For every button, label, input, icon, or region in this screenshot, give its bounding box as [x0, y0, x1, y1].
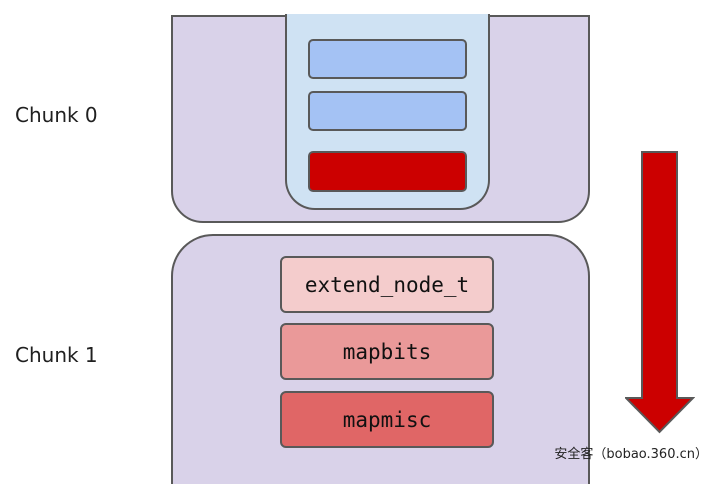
- extend-node-t-box: extend_node_t: [280, 256, 494, 313]
- header-slot-blue: [308, 39, 467, 79]
- chunk-0-label: Chunk 0: [15, 103, 98, 127]
- down-arrow-icon: [625, 151, 695, 434]
- header-slot-blue: [308, 91, 467, 131]
- mapbits-box: mapbits: [280, 323, 494, 380]
- mapmisc-box: mapmisc: [280, 391, 494, 448]
- watermark: 安全客（bobao.360.cn）: [554, 447, 708, 462]
- header-slot-red: [308, 151, 467, 192]
- chunk-1-label: Chunk 1: [15, 343, 98, 367]
